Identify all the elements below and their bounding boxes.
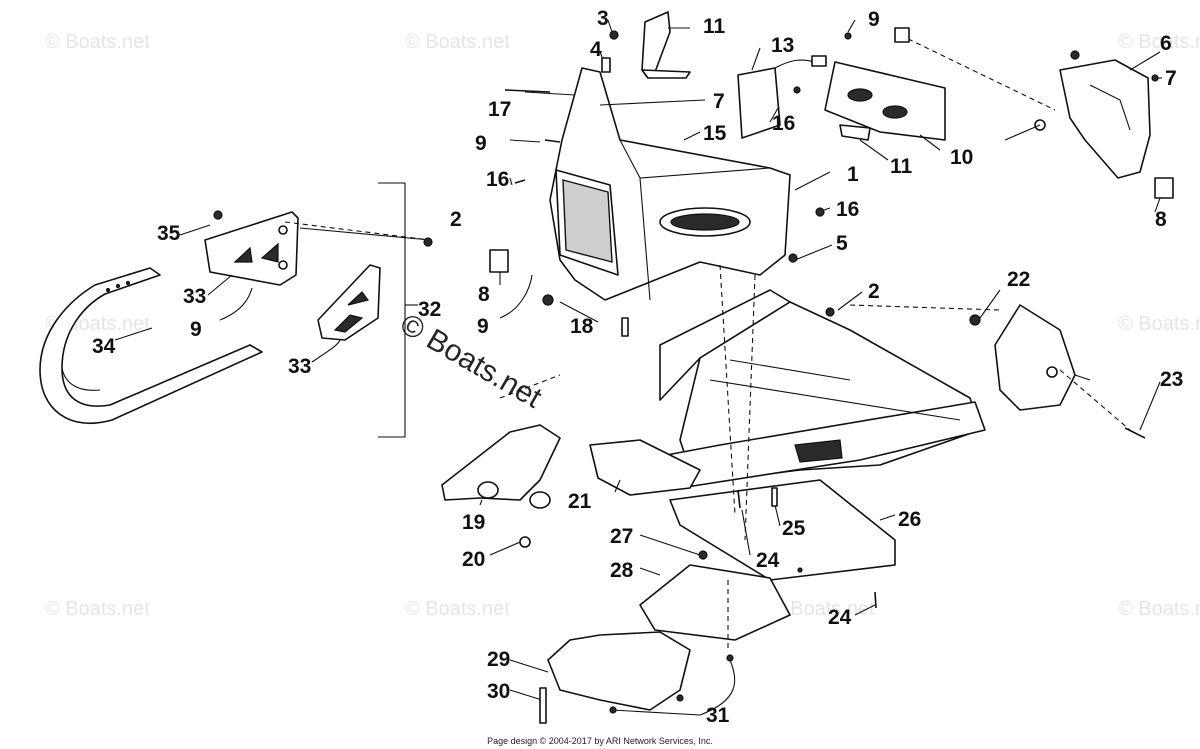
callout-label: 11 <box>890 155 913 178</box>
callout-label: 7 <box>1165 67 1177 90</box>
callout-label: 9 <box>190 318 202 341</box>
callout-label: 2 <box>450 208 462 231</box>
callout-label: 8 <box>478 283 490 306</box>
callout-label: 19 <box>462 511 485 534</box>
watermark: © Boats.net <box>1118 313 1200 335</box>
callout-label: 30 <box>487 680 510 703</box>
callout-label: 2 <box>868 280 880 303</box>
leader-lines <box>114 19 1162 716</box>
watermark: © Boats.net <box>405 31 510 53</box>
callout-label: 24 <box>756 549 780 572</box>
callout-label: 32 <box>418 298 441 321</box>
callout-label: 28 <box>610 559 634 582</box>
callout-label: 33 <box>183 285 206 308</box>
callout-label: 34 <box>92 335 116 358</box>
callout-label: 23 <box>1160 368 1183 391</box>
callout-label: 13 <box>771 34 794 57</box>
callout-label: 11 <box>703 15 726 38</box>
callout-label: 16 <box>486 168 509 191</box>
watermark-large: © Boats.net <box>395 307 548 415</box>
callout-label: 9 <box>477 315 489 338</box>
module-part <box>737 55 827 139</box>
plate-28-part <box>639 564 791 641</box>
bumper-part <box>39 267 263 425</box>
watermark: © Boats.net <box>45 598 150 620</box>
watermark: © Boats.net <box>770 598 875 620</box>
callout-label: 29 <box>487 648 510 671</box>
callout-label: 33 <box>288 355 311 378</box>
frame-part <box>639 289 986 489</box>
callout-label: 5 <box>836 232 848 255</box>
hardware-parts <box>213 30 1159 724</box>
page-footer: Page design © 2004-2017 by ARI Network S… <box>487 736 713 746</box>
watermark: © Boats.net <box>45 31 150 53</box>
callout-label: 18 <box>570 315 594 338</box>
callout-label: 16 <box>772 112 795 135</box>
callout-label: 26 <box>898 508 921 531</box>
mount-21-part <box>589 439 701 496</box>
watermark: © Boats.net <box>405 598 510 620</box>
callout-label: 9 <box>475 132 487 155</box>
plate-part <box>824 61 946 141</box>
mount-part <box>441 424 561 509</box>
watermark: © Boats.net <box>1118 598 1200 620</box>
right-bracket-part <box>1004 59 1174 199</box>
bulkhead-part <box>549 67 791 301</box>
skid-plate-part <box>669 479 896 581</box>
bracket-part <box>204 211 299 286</box>
callout-label: 3 <box>597 7 609 30</box>
callout-label: 7 <box>713 90 725 113</box>
callout-label: 17 <box>488 98 511 121</box>
bracket-part-2 <box>317 264 381 341</box>
callout-label: 6 <box>1160 32 1172 55</box>
callout-label: 15 <box>703 122 727 145</box>
callout-label: 25 <box>782 517 806 540</box>
watermark: © Boats.net <box>1118 31 1200 53</box>
callout-label: 27 <box>610 525 633 548</box>
callout-label: 9 <box>868 8 880 31</box>
callout-label: 4 <box>590 38 602 61</box>
callout-label: 20 <box>462 548 485 571</box>
callout-label: 21 <box>568 490 592 513</box>
callout-label: 24 <box>828 606 852 629</box>
callout-label: 8 <box>1155 208 1167 231</box>
guard-part <box>547 631 691 711</box>
callout-labels: 3 4 11 13 9 17 7 9 15 16 10 11 16 1 16 5… <box>92 7 1183 727</box>
callout-label: 31 <box>706 704 730 727</box>
callout-label: 1 <box>847 163 859 186</box>
side-bracket-part <box>994 304 1091 411</box>
handle-part <box>641 11 691 79</box>
callout-label: 22 <box>1007 268 1030 291</box>
callout-label: 35 <box>157 222 181 245</box>
callout-label: 16 <box>836 198 859 221</box>
bracket-line <box>378 182 406 438</box>
callout-label: 10 <box>950 146 973 169</box>
